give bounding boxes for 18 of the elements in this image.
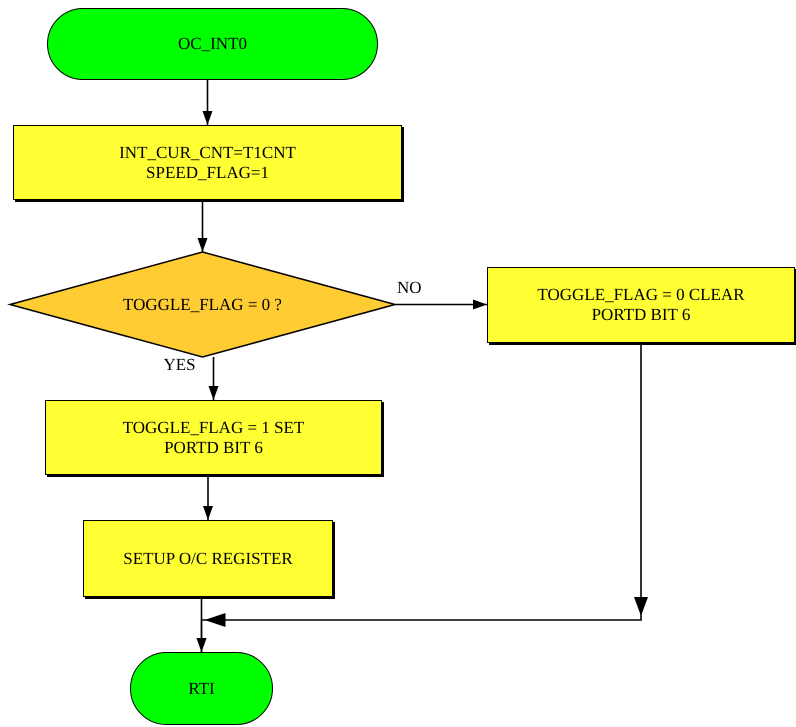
process-box <box>13 125 402 200</box>
process-box <box>45 400 382 475</box>
arrow <box>203 475 213 520</box>
arrow <box>198 200 208 252</box>
node-label: TOGGLE_FLAG = 1 SET PORTD BIT 6 <box>122 418 306 458</box>
process-box <box>83 520 333 597</box>
process-box <box>487 267 795 343</box>
node-label: INT_CUR_CNT=T1CNT SPEED_FLAG=1 <box>118 142 297 182</box>
arrow <box>208 357 218 400</box>
arrow <box>202 80 212 125</box>
node-label: OC_INT0 <box>178 34 247 54</box>
node-label: SETUP O/C REGISTER <box>123 548 293 568</box>
arrow <box>395 300 487 310</box>
node-label: RTI <box>188 678 215 698</box>
decision-diamond <box>10 252 395 357</box>
arrow <box>196 343 648 652</box>
node-label: TOGGLE_FLAG = 0 CLEAR PORTD BIT 6 <box>536 285 746 325</box>
node-label: TOGGLE_FLAG = 0 ? <box>123 294 282 314</box>
